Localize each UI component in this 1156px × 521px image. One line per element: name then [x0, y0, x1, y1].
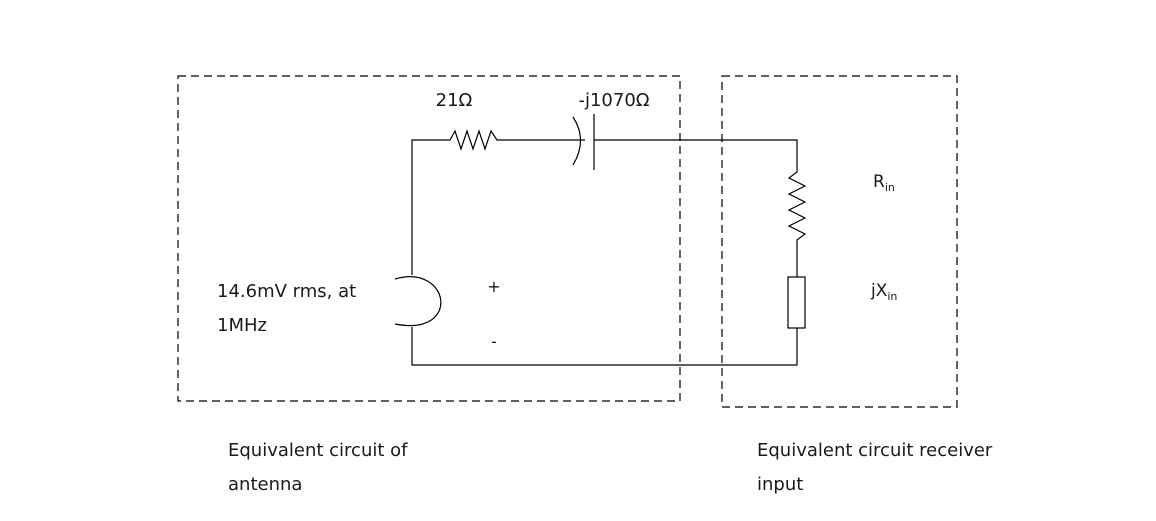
- antenna-boundary-box: [177, 75, 681, 402]
- rin-label-main: R: [873, 172, 885, 192]
- antenna-caption-line2: antenna: [228, 474, 302, 495]
- xin-label: jXin: [870, 281, 897, 303]
- source-label-line1: 14.6mV rms, at: [217, 281, 356, 302]
- receiver-boundary-box: [721, 75, 958, 408]
- antenna-capacitor-curved-plate: [572, 116, 582, 166]
- receiver-reactance-xin: [787, 276, 806, 329]
- voltage-source-symbol: [394, 276, 442, 327]
- bottom-wire: [411, 327, 798, 366]
- antenna-caption-line1: Equivalent circuit of: [228, 440, 408, 461]
- top-wire-right: [594, 139, 798, 165]
- receiver-caption-line2: input: [757, 474, 803, 495]
- antenna-resistor: [432, 129, 512, 151]
- source-label-line2: 1MHz: [217, 315, 267, 336]
- xin-label-main: jX: [870, 281, 888, 301]
- top-wire-left: [411, 139, 432, 275]
- source-plus-sign: +: [487, 277, 500, 296]
- rin-label: Rin: [873, 172, 895, 194]
- source-minus-sign: -: [491, 332, 497, 351]
- rin-label-sub: in: [885, 181, 895, 194]
- receiver-caption-line1: Equivalent circuit receiver: [757, 440, 993, 461]
- capacitor-value-label: -j1070Ω: [578, 90, 649, 111]
- resistor-value-label: 21Ω: [436, 90, 473, 111]
- receiver-resistor-rin: [787, 165, 807, 250]
- xin-label-sub: in: [887, 290, 897, 303]
